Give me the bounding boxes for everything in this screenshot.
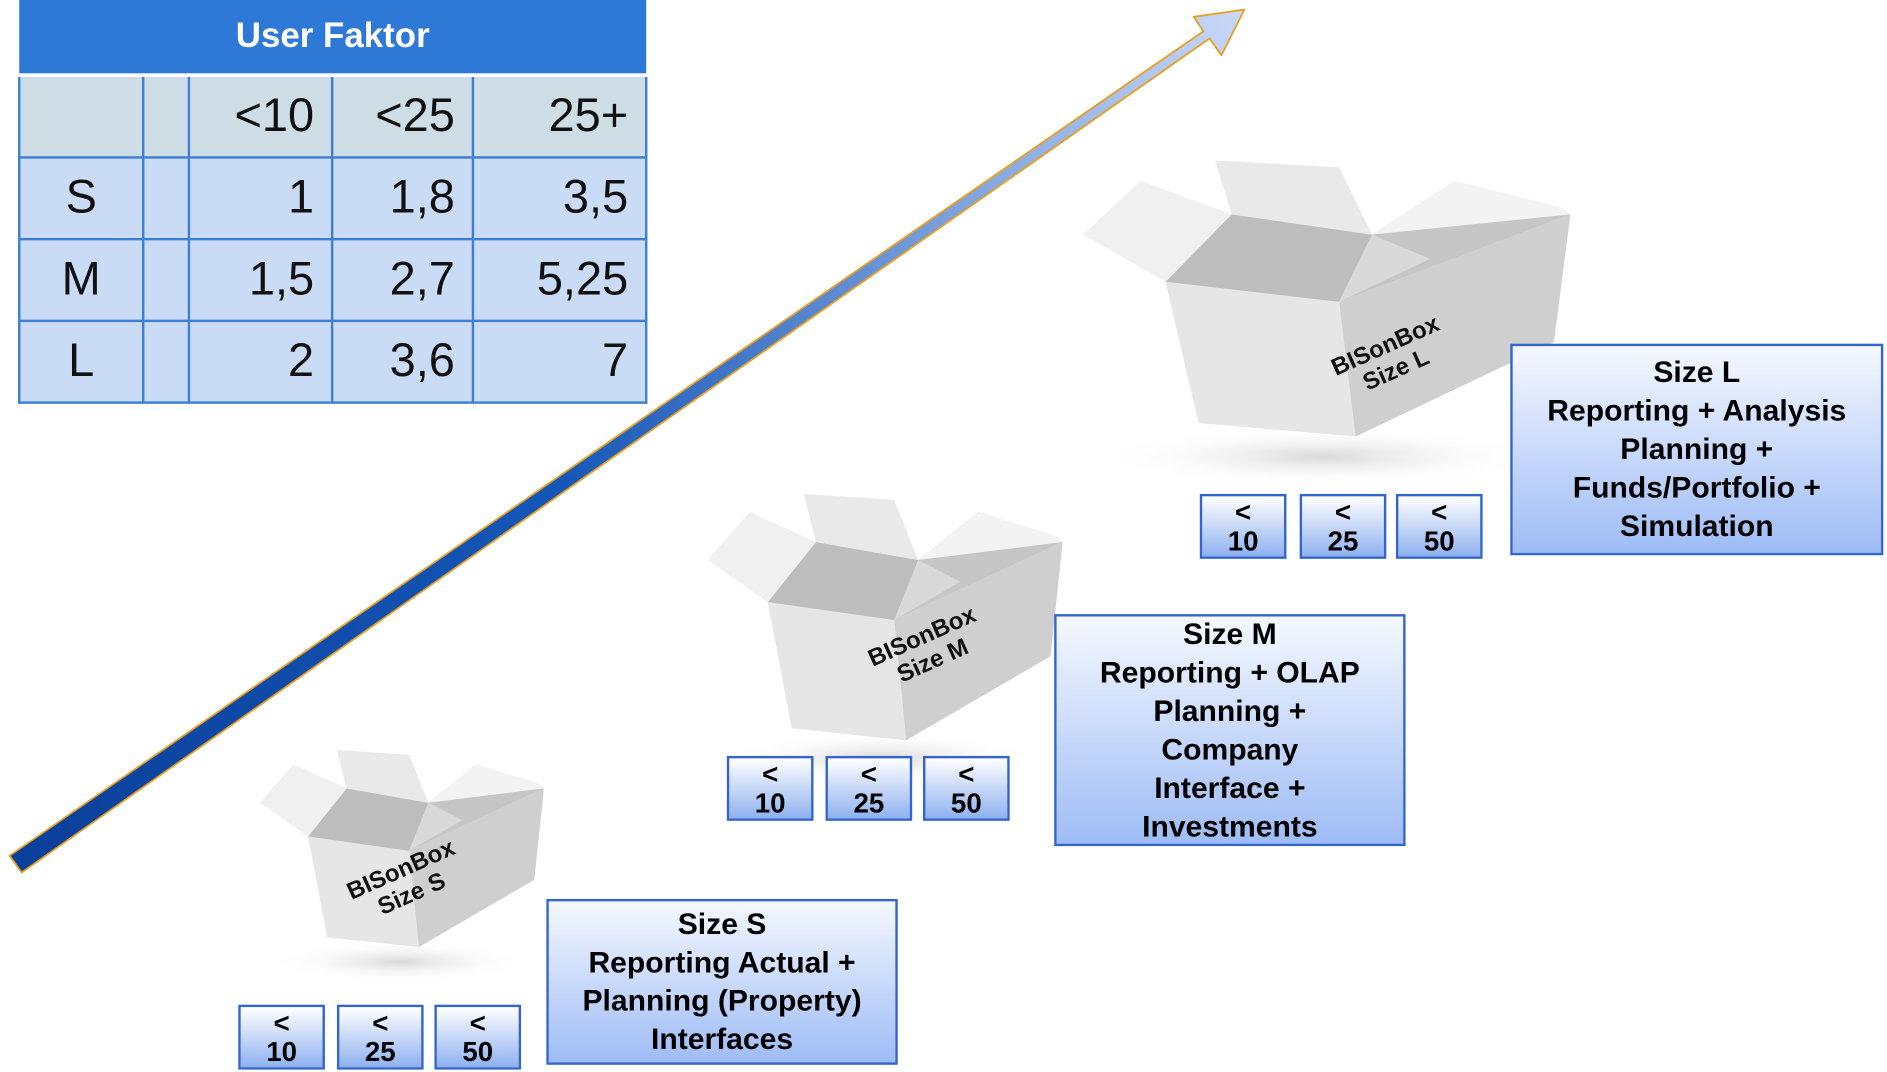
user-limit-button[interactable]: < 50	[434, 1004, 522, 1070]
description-line: Funds/Portfolio +	[1572, 471, 1821, 505]
spacer-cell	[142, 319, 191, 404]
table-cell: 2,7	[330, 237, 475, 323]
header-cell	[18, 73, 145, 159]
user-limit-value: 25	[853, 787, 885, 819]
user-limit-value: 10	[754, 787, 786, 819]
user-limit-button[interactable]: < 25	[825, 755, 913, 821]
description-line: Size S	[677, 907, 767, 942]
table-cell: 3,5	[471, 156, 648, 241]
table-cell: 3,6	[330, 319, 475, 404]
user-limit-value: 50	[1423, 525, 1455, 557]
description-line: Size M	[1183, 617, 1277, 651]
spacer-cell	[142, 237, 191, 323]
table-cell: 5,25	[471, 237, 648, 323]
user-limit-symbol: <	[1235, 496, 1252, 528]
description-line: Reporting + OLAP	[1099, 655, 1360, 690]
size-m-description: Size M Reporting + OLAP Planning + Compa…	[1054, 614, 1406, 847]
table-cell: 7	[471, 319, 648, 404]
row-label: L	[18, 319, 145, 404]
description-line: Simulation	[1619, 509, 1774, 544]
user-limit-value: 10	[266, 1035, 297, 1068]
size-s-description: Size S Reporting Actual + Planning (Prop…	[546, 898, 898, 1065]
header-cell: <25	[330, 73, 475, 159]
table-cell: 2	[187, 319, 334, 404]
user-limit-symbol: <	[1431, 496, 1448, 528]
table-row: L 2 3,6 7	[18, 319, 648, 404]
user-limit-symbol: <	[372, 1006, 389, 1039]
table-title: User Faktor	[19, 0, 647, 77]
row-label: S	[18, 156, 145, 241]
table-row: S 1 1,8 3,5	[18, 156, 648, 241]
row-label: M	[18, 237, 145, 323]
user-limit-symbol: <	[273, 1006, 290, 1039]
open-box-icon	[259, 749, 544, 983]
box-size-l: BISonBox Size L	[1075, 154, 1571, 491]
description-line: Reporting Actual +	[588, 945, 856, 980]
user-limit-button[interactable]: < 10	[238, 1004, 325, 1070]
description-line: Company	[1161, 732, 1299, 767]
description-line: Planning (Property)	[582, 984, 862, 1018]
box-size-s: BISonBox Size S	[255, 745, 544, 985]
header-cell: 25+	[471, 73, 648, 159]
user-limit-symbol: <	[469, 1006, 486, 1039]
open-box-icon	[1082, 160, 1571, 487]
user-faktor-table: User Faktor <10 <25 25+ S 1 1,8 3,5 M 1,…	[18, 0, 648, 404]
table-cell: 1,5	[187, 237, 334, 323]
user-limit-value: 50	[950, 787, 982, 819]
user-limit-symbol: <	[958, 758, 975, 790]
header-cell	[142, 73, 191, 159]
table-cell: 1,8	[330, 156, 475, 241]
user-limit-button[interactable]: < 10	[1199, 493, 1287, 559]
user-limit-symbol: <	[762, 758, 779, 790]
description-line: Reporting + Analysis	[1547, 394, 1847, 428]
user-limit-button[interactable]: < 25	[1299, 493, 1387, 559]
box-size-m: BISonBox Size M	[702, 488, 1063, 788]
user-limit-button[interactable]: < 25	[336, 1004, 424, 1070]
user-limit-button[interactable]: < 50	[923, 755, 1010, 821]
spacer-cell	[142, 156, 191, 241]
user-limit-symbol: <	[860, 758, 877, 790]
open-box-icon	[707, 493, 1063, 785]
user-limit-button[interactable]: < 50	[1395, 493, 1483, 559]
description-line: Planning +	[1620, 432, 1774, 467]
description-line: Size L	[1653, 355, 1741, 390]
user-limit-symbol: <	[1334, 496, 1352, 528]
description-line: Interfaces	[650, 1022, 794, 1057]
size-l-description: Size L Reporting + Analysis Planning + F…	[1510, 343, 1884, 556]
table-cell: 1	[187, 156, 334, 241]
table-header-row: <10 <25 25+	[18, 73, 648, 159]
header-cell: <10	[187, 73, 334, 159]
description-line: Planning +	[1153, 694, 1307, 728]
user-limit-value: 25	[364, 1035, 396, 1068]
description-line: Investments	[1142, 809, 1318, 844]
user-limit-value: 25	[1327, 525, 1359, 557]
user-limit-value: 50	[462, 1035, 494, 1068]
table-row: M 1,5 2,7 5,25	[18, 237, 648, 323]
user-limit-button[interactable]: < 10	[726, 755, 814, 821]
description-line: Interface +	[1154, 770, 1306, 805]
user-limit-value: 10	[1227, 525, 1259, 557]
